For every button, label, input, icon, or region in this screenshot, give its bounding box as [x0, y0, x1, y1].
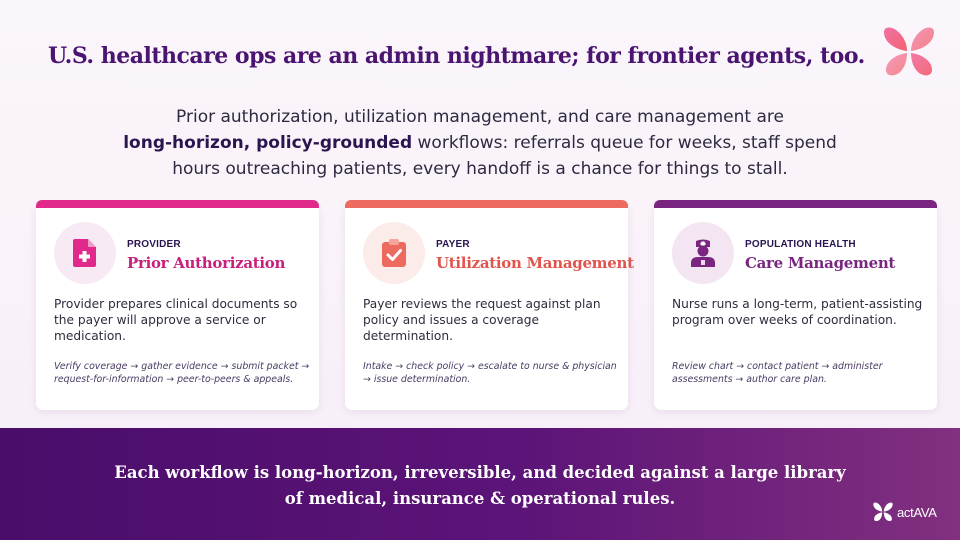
- card-title: Care Management: [745, 254, 896, 272]
- card-utilization-management: PAYER Utilization Management Payer revie…: [345, 200, 634, 410]
- footer-statement: Each workflow is long-horizon, irreversi…: [90, 460, 870, 512]
- card-kicker: POPULATION HEALTH: [745, 239, 856, 250]
- intro-line-3: hours outreaching patients, every handof…: [172, 159, 788, 179]
- card-title: Utilization Management: [436, 254, 634, 272]
- card-accent-bar: [345, 200, 628, 208]
- intro-paragraph: Prior authorization, utilization managem…: [80, 104, 880, 182]
- medical-document-icon: [73, 239, 96, 267]
- nurse-icon: [691, 239, 715, 267]
- brand-name: actAVA: [897, 504, 937, 520]
- footer-line-1: Each workflow is long-horizon, irreversi…: [114, 463, 846, 482]
- butterfly-logo-icon: [884, 27, 934, 76]
- icon-badge: [672, 222, 734, 284]
- card-accent-bar: [36, 200, 319, 208]
- card-steps: Verify coverage → gather evidence → subm…: [54, 361, 310, 385]
- clipboard-check-icon: [382, 239, 406, 267]
- icon-badge: [54, 222, 116, 284]
- intro-line-1: Prior authorization, utilization managem…: [176, 107, 784, 127]
- butterfly-logo-icon: [873, 502, 893, 522]
- intro-line-2: long-horizon, policy-grounded workflows:…: [80, 130, 880, 156]
- intro-line-2-rest: workflows: referrals queue for weeks, st…: [412, 133, 837, 153]
- footer-band: [0, 428, 960, 540]
- card-prior-authorization: PROVIDER Prior Authorization Provider pr…: [36, 200, 319, 410]
- card-kicker: PROVIDER: [127, 239, 181, 250]
- card-kicker: PAYER: [436, 239, 470, 250]
- card-steps: Review chart → contact patient → adminis…: [672, 361, 883, 385]
- footer-line-2: of medical, insurance & operational rule…: [284, 489, 676, 508]
- intro-emphasis: long-horizon, policy-grounded: [123, 133, 413, 153]
- card-body: Payer reviews the request against plan p…: [363, 297, 601, 343]
- card-care-management: POPULATION HEALTH Care Management Nurse …: [654, 200, 937, 410]
- brand-logo: actAVA: [871, 498, 941, 526]
- slide-title: U.S. healthcare ops are an admin nightma…: [48, 43, 865, 69]
- card-accent-bar: [654, 200, 937, 208]
- card-title: Prior Authorization: [127, 254, 286, 272]
- card-steps: Intake → check policy → escalate to nurs…: [363, 361, 617, 385]
- card-body: Nurse runs a long-term, patient-assistin…: [672, 297, 923, 327]
- card-body: Provider prepares clinical documents so …: [54, 297, 298, 343]
- icon-badge: [363, 222, 425, 284]
